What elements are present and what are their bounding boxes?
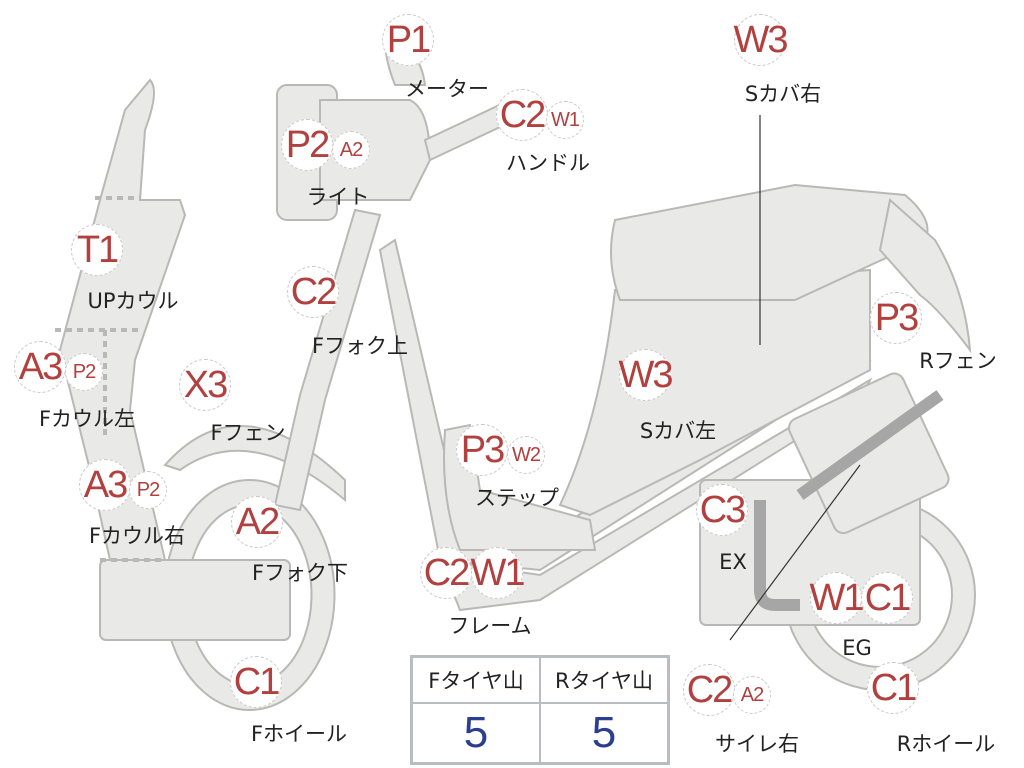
marker-exhaust: C3: [696, 484, 748, 536]
label-front-fender: Fフェン: [210, 421, 286, 445]
front-tire-header: Fタイヤ山: [410, 655, 541, 704]
label-engine: EG: [842, 636, 872, 660]
rear-tire-value: 5: [539, 702, 670, 765]
marker-handle-1: C2: [496, 89, 548, 141]
exhaust-pipe-shape: [754, 500, 800, 611]
marker-side-cover-left: W3: [619, 349, 674, 401]
front-lower-cowl-shape: [99, 559, 291, 641]
label-side-cover-left: Sカバ左: [639, 419, 717, 443]
marker-silencer-right-2: A2: [733, 676, 771, 714]
marker-engine-2: C1: [861, 572, 913, 624]
handle-cover-shape: [319, 99, 432, 201]
rear-tire-header: Rタイヤ山: [539, 655, 670, 704]
marker-side-cover-right: W3: [734, 14, 789, 66]
tire-tread-table: Fタイヤ山 Rタイヤ山 5 5: [410, 655, 670, 765]
marker-up-cowl: T1: [71, 224, 123, 276]
label-exhaust: EX: [719, 550, 747, 574]
marker-rear-fender: P3: [870, 292, 922, 344]
rear-fender-shape: [878, 198, 972, 354]
marker-front-cowl-right-2: P2: [129, 471, 167, 509]
marker-step-1: P3: [456, 424, 508, 476]
label-front-cowl-right: Fカウル右: [88, 524, 186, 548]
label-front-cowl-left: Fカウル左: [38, 407, 136, 431]
marker-step-2: W2: [507, 436, 545, 474]
marker-front-fender: X3: [179, 359, 231, 411]
marker-silencer-right-1: C2: [683, 664, 735, 716]
marker-light-1: P2: [281, 119, 333, 171]
marker-light-2: A2: [332, 131, 370, 169]
marker-rear-wheel: C1: [867, 662, 919, 714]
label-up-cowl: UPカウル: [87, 289, 179, 313]
label-meter: メーター: [405, 77, 489, 101]
marker-front-wheel: C1: [230, 656, 282, 708]
marker-front-cowl-left-2: P2: [65, 353, 103, 391]
step-shape: [443, 423, 597, 551]
marker-engine-1: W1: [810, 572, 865, 624]
seat-shape: [610, 183, 929, 301]
marker-front-fork-upper: C2: [287, 266, 339, 318]
side-cover-shape: [558, 268, 871, 517]
marker-frame-1: C2: [420, 547, 472, 599]
label-light: ライト: [306, 185, 370, 209]
label-step: ステップ: [475, 486, 559, 510]
marker-handle-2: W1: [546, 101, 584, 139]
marker-frame-2: W1: [471, 547, 526, 599]
label-frame: フレーム: [448, 614, 532, 638]
label-handle: ハンドル: [506, 151, 590, 175]
label-front-wheel: Fホイール: [250, 722, 348, 746]
label-rear-fender: Rフェン: [919, 349, 997, 373]
front-fender-shape: [163, 425, 346, 503]
label-front-fork-lower: Fフォク下: [251, 561, 349, 585]
marker-front-cowl-left-1: A3: [14, 341, 66, 393]
label-side-cover-right: Sカバ右: [744, 82, 822, 106]
front-fork-shape: [273, 208, 382, 512]
label-silencer-right: サイレ右: [715, 732, 799, 756]
marker-meter-1: P1: [382, 14, 434, 66]
label-rear-wheel: Rホイール: [896, 732, 996, 756]
marker-front-fork-lower: A2: [231, 496, 283, 548]
label-front-fork-upper: Fフォク上: [311, 334, 409, 358]
marker-front-cowl-right-1: A3: [79, 459, 131, 511]
front-tire-value: 5: [410, 702, 541, 765]
